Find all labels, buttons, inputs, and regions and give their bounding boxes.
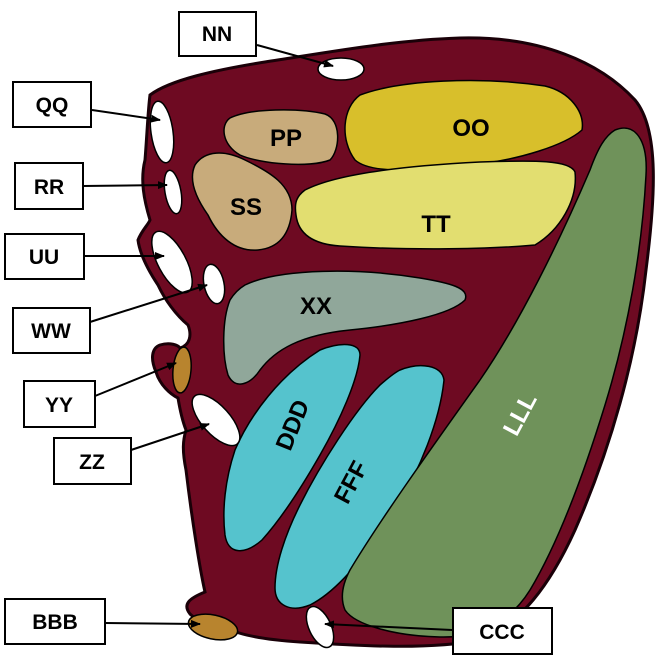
label-uu: UU (5, 234, 84, 279)
region-label-tt: TT (421, 211, 451, 238)
label-nn: NN (179, 12, 256, 56)
label-yy: YY (24, 381, 95, 427)
label-qq: QQ (13, 82, 91, 127)
svg-text:BBB: BBB (32, 611, 78, 634)
svg-text:RR: RR (34, 176, 64, 199)
svg-text:WW: WW (31, 320, 71, 343)
label-bbb: BBB (5, 599, 105, 644)
svg-text:QQ: QQ (36, 94, 69, 117)
svg-text:ZZ: ZZ (79, 451, 105, 474)
svg-text:YY: YY (45, 394, 73, 417)
region-label-pp: PP (270, 125, 302, 152)
region-label-ss: SS (230, 194, 262, 221)
region-label-oo: OO (452, 115, 489, 142)
region-label-xx: XX (300, 293, 332, 320)
svg-text:UU: UU (29, 246, 59, 269)
hole-nn (318, 58, 364, 80)
label-ww: WW (13, 308, 90, 353)
svg-text:NN: NN (202, 23, 232, 46)
leader-rr (83, 185, 167, 186)
label-ccc: CCC (453, 608, 552, 654)
leader-bbb (105, 623, 200, 624)
svg-text:CCC: CCC (479, 621, 525, 644)
label-rr: RR (15, 163, 83, 209)
label-zz: ZZ (54, 438, 131, 484)
